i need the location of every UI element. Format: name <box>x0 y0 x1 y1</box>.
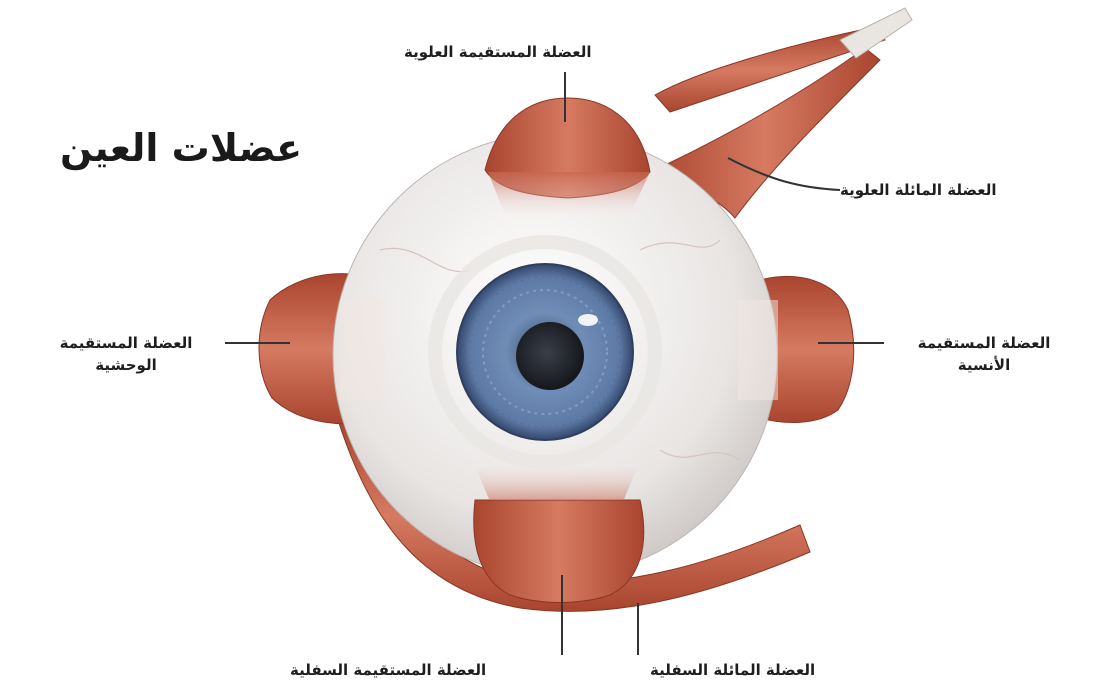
label-medial-rectus: العضلة المستقيمة الأنسية <box>884 333 1084 377</box>
label-lateral-rectus-line1: العضلة المستقيمة <box>26 333 226 355</box>
label-lateral-rectus-line2: الوحشية <box>26 355 226 377</box>
label-medial-rectus-line2: الأنسية <box>884 355 1084 377</box>
corneal-highlight <box>578 314 598 326</box>
medial-tendon <box>738 300 778 400</box>
label-superior-rectus: العضلة المستقيمة العلوية <box>404 42 591 64</box>
label-medial-rectus-line1: العضلة المستقيمة <box>884 333 1084 355</box>
label-inferior-rectus: العضلة المستقيمة السفلية <box>290 660 486 682</box>
inferior-rectus-muscle <box>474 464 644 603</box>
label-lateral-rectus: العضلة المستقيمة الوحشية <box>26 333 226 377</box>
superior-rectus-muscle <box>485 98 650 215</box>
lateral-tendon <box>340 300 385 400</box>
diagram-title: عضلات العين <box>60 126 302 170</box>
label-superior-oblique: العضلة المائلة العلوية <box>840 180 997 202</box>
label-inferior-oblique: العضلة المائلة السفلية <box>650 660 815 682</box>
pupil <box>516 322 584 390</box>
